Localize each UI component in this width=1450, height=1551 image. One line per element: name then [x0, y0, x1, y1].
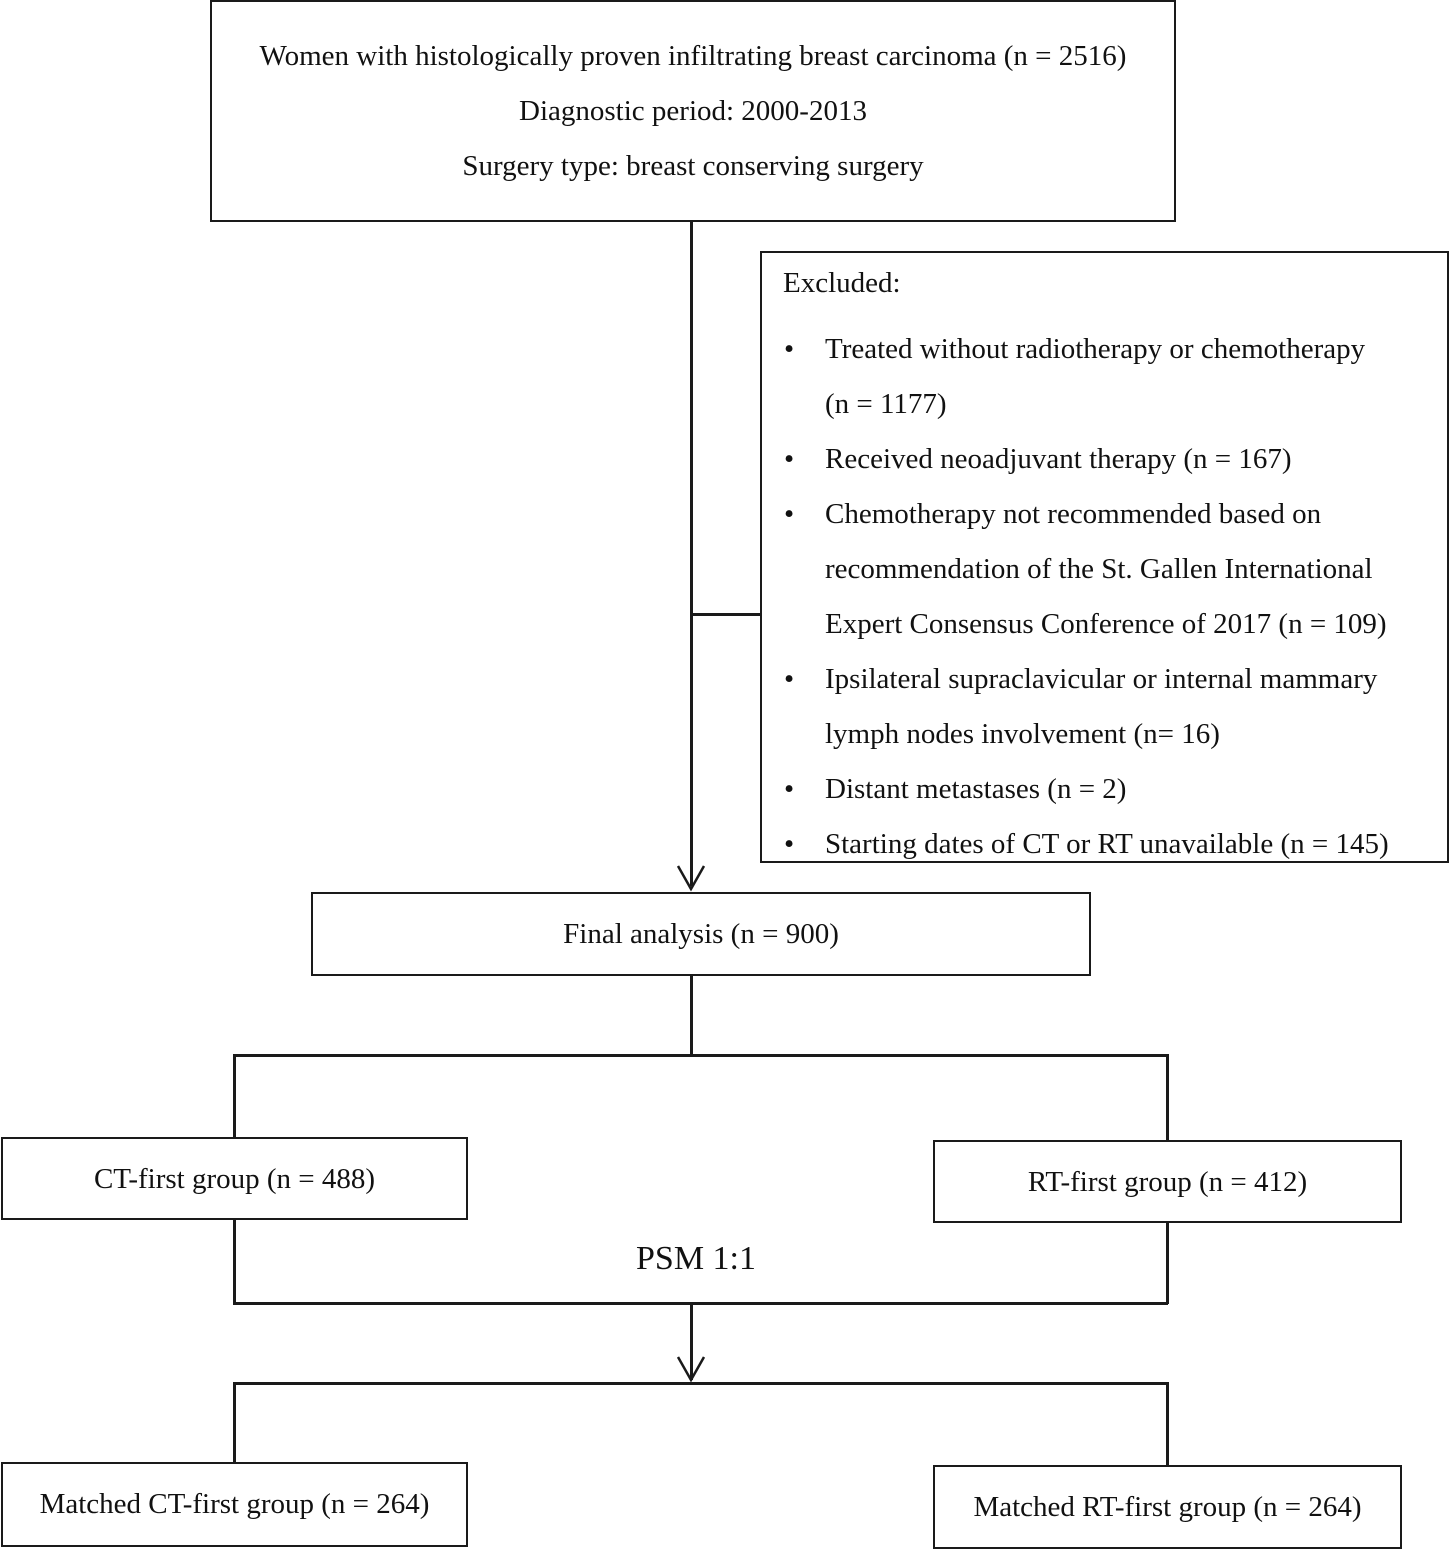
bullet-icon: •: [784, 333, 795, 365]
ct-first-label: CT-first group (n = 488): [93, 1163, 376, 1195]
rt-first-label: RT-first group (n = 412): [1027, 1166, 1308, 1198]
connector-ct-down: [233, 1219, 236, 1304]
eligibility-box: Women with histologically proven infiltr…: [210, 0, 1176, 222]
connector-split-right: [1166, 1054, 1169, 1140]
matched-ct-first-label: Matched CT-first group (n = 264): [39, 1488, 430, 1520]
connector-split-horizontal: [233, 1054, 1168, 1057]
connector-split-left: [233, 1054, 236, 1137]
bullet-icon: •: [784, 443, 795, 475]
excluded-item: • Received neoadjuvant therapy (n = 167): [762, 432, 1447, 487]
rt-first-box: RT-first group (n = 412): [933, 1140, 1402, 1223]
connector-final-down: [690, 975, 693, 1055]
eligibility-line-1: Women with histologically proven infiltr…: [259, 40, 1127, 72]
arrowhead-to-matched: [676, 1356, 706, 1383]
psm-label: PSM 1:1: [636, 1240, 756, 1277]
ct-first-box: CT-first group (n = 488): [1, 1137, 468, 1220]
matched-ct-first-box: Matched CT-first group (n = 264): [1, 1462, 468, 1547]
connector-psm-down: [690, 1302, 693, 1380]
connector-merge-horizontal: [233, 1302, 1168, 1305]
excluded-item: • Distant metastases (n = 2): [762, 762, 1447, 817]
bullet-icon: •: [784, 498, 795, 530]
bullet-icon: •: [784, 663, 795, 695]
eligibility-line-2: Diagnostic period: 2000-2013: [519, 95, 867, 127]
excluded-list: • Treated without radiotherapy or chemot…: [762, 322, 1447, 872]
matched-rt-first-label: Matched RT-first group (n = 264): [973, 1491, 1362, 1523]
connector-exclusion-branch: [690, 613, 760, 616]
bullet-icon: •: [784, 773, 795, 805]
connector-split2-right: [1166, 1382, 1169, 1465]
excluded-heading: Excluded:: [783, 267, 901, 299]
final-analysis-box: Final analysis (n = 900): [311, 892, 1091, 976]
excluded-box: Excluded: • Treated without radiotherapy…: [760, 251, 1449, 863]
arrowhead-to-final: [676, 865, 706, 892]
excluded-item: • Treated without radiotherapy or chemot…: [762, 322, 1447, 432]
eligibility-line-3: Surgery type: breast conserving surgery: [462, 150, 924, 182]
connector-split2-horizontal: [233, 1382, 1168, 1385]
excluded-item: • Chemotherapy not recommended based on …: [762, 487, 1447, 652]
excluded-item: • Starting dates of CT or RT unavailable…: [762, 817, 1447, 872]
excluded-item: • Ipsilateral supraclavicular or interna…: [762, 652, 1447, 762]
matched-rt-first-box: Matched RT-first group (n = 264): [933, 1465, 1402, 1549]
connector-rt-down: [1166, 1222, 1169, 1304]
final-analysis-label: Final analysis (n = 900): [563, 918, 839, 950]
connector-top-vertical: [690, 221, 693, 886]
bullet-icon: •: [784, 828, 795, 860]
connector-split2-left: [233, 1382, 236, 1462]
